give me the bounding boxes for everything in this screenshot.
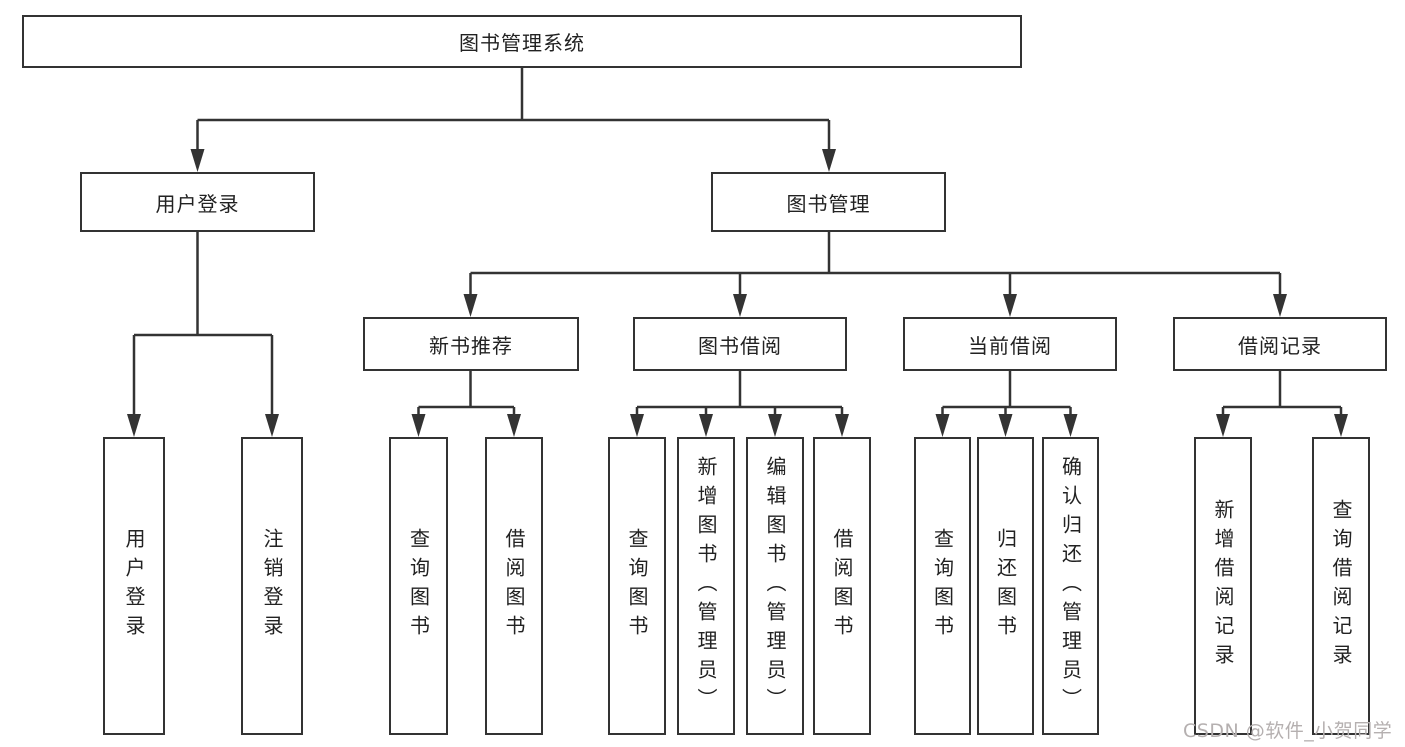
node-user-login: 用户登录 bbox=[80, 172, 315, 232]
arrow-down-icon bbox=[1063, 414, 1078, 437]
node-library-management-system: 图书管理系统 bbox=[22, 15, 1022, 68]
node-leaf-borrow-query-books: 查询图书 bbox=[608, 437, 666, 735]
node-label: 确认归还（管理员） bbox=[1058, 455, 1083, 717]
connector-root bbox=[196, 68, 831, 153]
node-borrowing-records: 借阅记录 bbox=[1173, 317, 1387, 371]
connector-borrowing-records bbox=[1221, 371, 1343, 418]
node-label: 借阅图书 bbox=[502, 528, 526, 644]
connector-user-login bbox=[132, 232, 274, 418]
node-label: 图书借阅 bbox=[698, 333, 782, 358]
node-label: 归还图书 bbox=[993, 528, 1018, 644]
node-label: 查询借阅记录 bbox=[1329, 499, 1353, 673]
connector-book-management bbox=[469, 232, 1282, 298]
node-label: 查询图书 bbox=[930, 528, 955, 644]
node-label: 用户登录 bbox=[122, 528, 146, 644]
node-new-book-recommend: 新书推荐 bbox=[363, 317, 579, 371]
node-leaf-borrow-edit-books: 编辑图书（管理员） bbox=[746, 437, 804, 735]
node-leaf-recommend-query-books: 查询图书 bbox=[389, 437, 448, 735]
csdn-watermark: CSDN @软件_小贺同学 bbox=[1183, 720, 1393, 742]
arrow-down-icon bbox=[127, 414, 141, 437]
arrow-down-icon bbox=[630, 414, 644, 437]
node-label: 查询图书 bbox=[406, 528, 431, 644]
arrow-down-icon bbox=[822, 149, 836, 172]
node-leaf-current-confirm-return: 确认归还（管理员） bbox=[1042, 437, 1099, 735]
arrow-down-icon bbox=[1273, 294, 1287, 317]
arrow-down-icon bbox=[1003, 294, 1017, 317]
node-label: 新书推荐 bbox=[429, 333, 513, 358]
arrow-down-icon bbox=[507, 414, 521, 437]
node-leaf-current-return-books: 归还图书 bbox=[977, 437, 1034, 735]
node-label: 图书管理系统 bbox=[459, 31, 585, 55]
arrow-down-icon bbox=[835, 414, 849, 437]
node-label: 借阅图书 bbox=[830, 528, 854, 644]
arrow-down-icon bbox=[411, 414, 426, 437]
node-leaf-recommend-borrow-books: 借阅图书 bbox=[485, 437, 543, 735]
arrow-down-icon bbox=[935, 414, 950, 437]
arrow-down-icon bbox=[699, 414, 713, 437]
arrow-down-icon bbox=[1334, 414, 1348, 437]
node-label: 新增借阅记录 bbox=[1211, 499, 1235, 673]
arrow-down-icon bbox=[1216, 414, 1230, 437]
arrow-down-icon bbox=[998, 414, 1013, 437]
connector-book-borrowing bbox=[635, 371, 844, 418]
node-current-borrowing: 当前借阅 bbox=[903, 317, 1117, 371]
node-leaf-user-login: 用户登录 bbox=[103, 437, 165, 735]
node-label: 当前借阅 bbox=[968, 333, 1052, 358]
node-label: 编辑图书（管理员） bbox=[763, 455, 787, 717]
connector-new-book-recommend bbox=[417, 371, 516, 418]
arrow-down-icon bbox=[265, 414, 279, 437]
node-leaf-records-add-record: 新增借阅记录 bbox=[1194, 437, 1252, 735]
arrow-down-icon bbox=[190, 149, 205, 172]
node-label: 图书管理 bbox=[786, 191, 871, 216]
node-leaf-borrow-borrow-books: 借阅图书 bbox=[813, 437, 871, 735]
node-label: 新增图书（管理员） bbox=[694, 455, 718, 717]
node-leaf-current-query-books: 查询图书 bbox=[914, 437, 971, 735]
node-book-borrowing: 图书借阅 bbox=[633, 317, 847, 371]
node-leaf-borrow-add-books: 新增图书（管理员） bbox=[677, 437, 735, 735]
node-book-management: 图书管理 bbox=[711, 172, 946, 232]
node-label: 注销登录 bbox=[260, 528, 284, 644]
node-label: 查询图书 bbox=[625, 528, 649, 644]
arrow-down-icon bbox=[463, 294, 478, 317]
connector-current-borrowing bbox=[941, 371, 1072, 418]
arrow-down-icon bbox=[733, 294, 747, 317]
node-label: 借阅记录 bbox=[1238, 333, 1322, 358]
node-leaf-logout: 注销登录 bbox=[241, 437, 303, 735]
arrow-down-icon bbox=[768, 414, 782, 437]
node-leaf-records-query-record: 查询借阅记录 bbox=[1312, 437, 1370, 735]
node-label: 用户登录 bbox=[155, 191, 240, 216]
